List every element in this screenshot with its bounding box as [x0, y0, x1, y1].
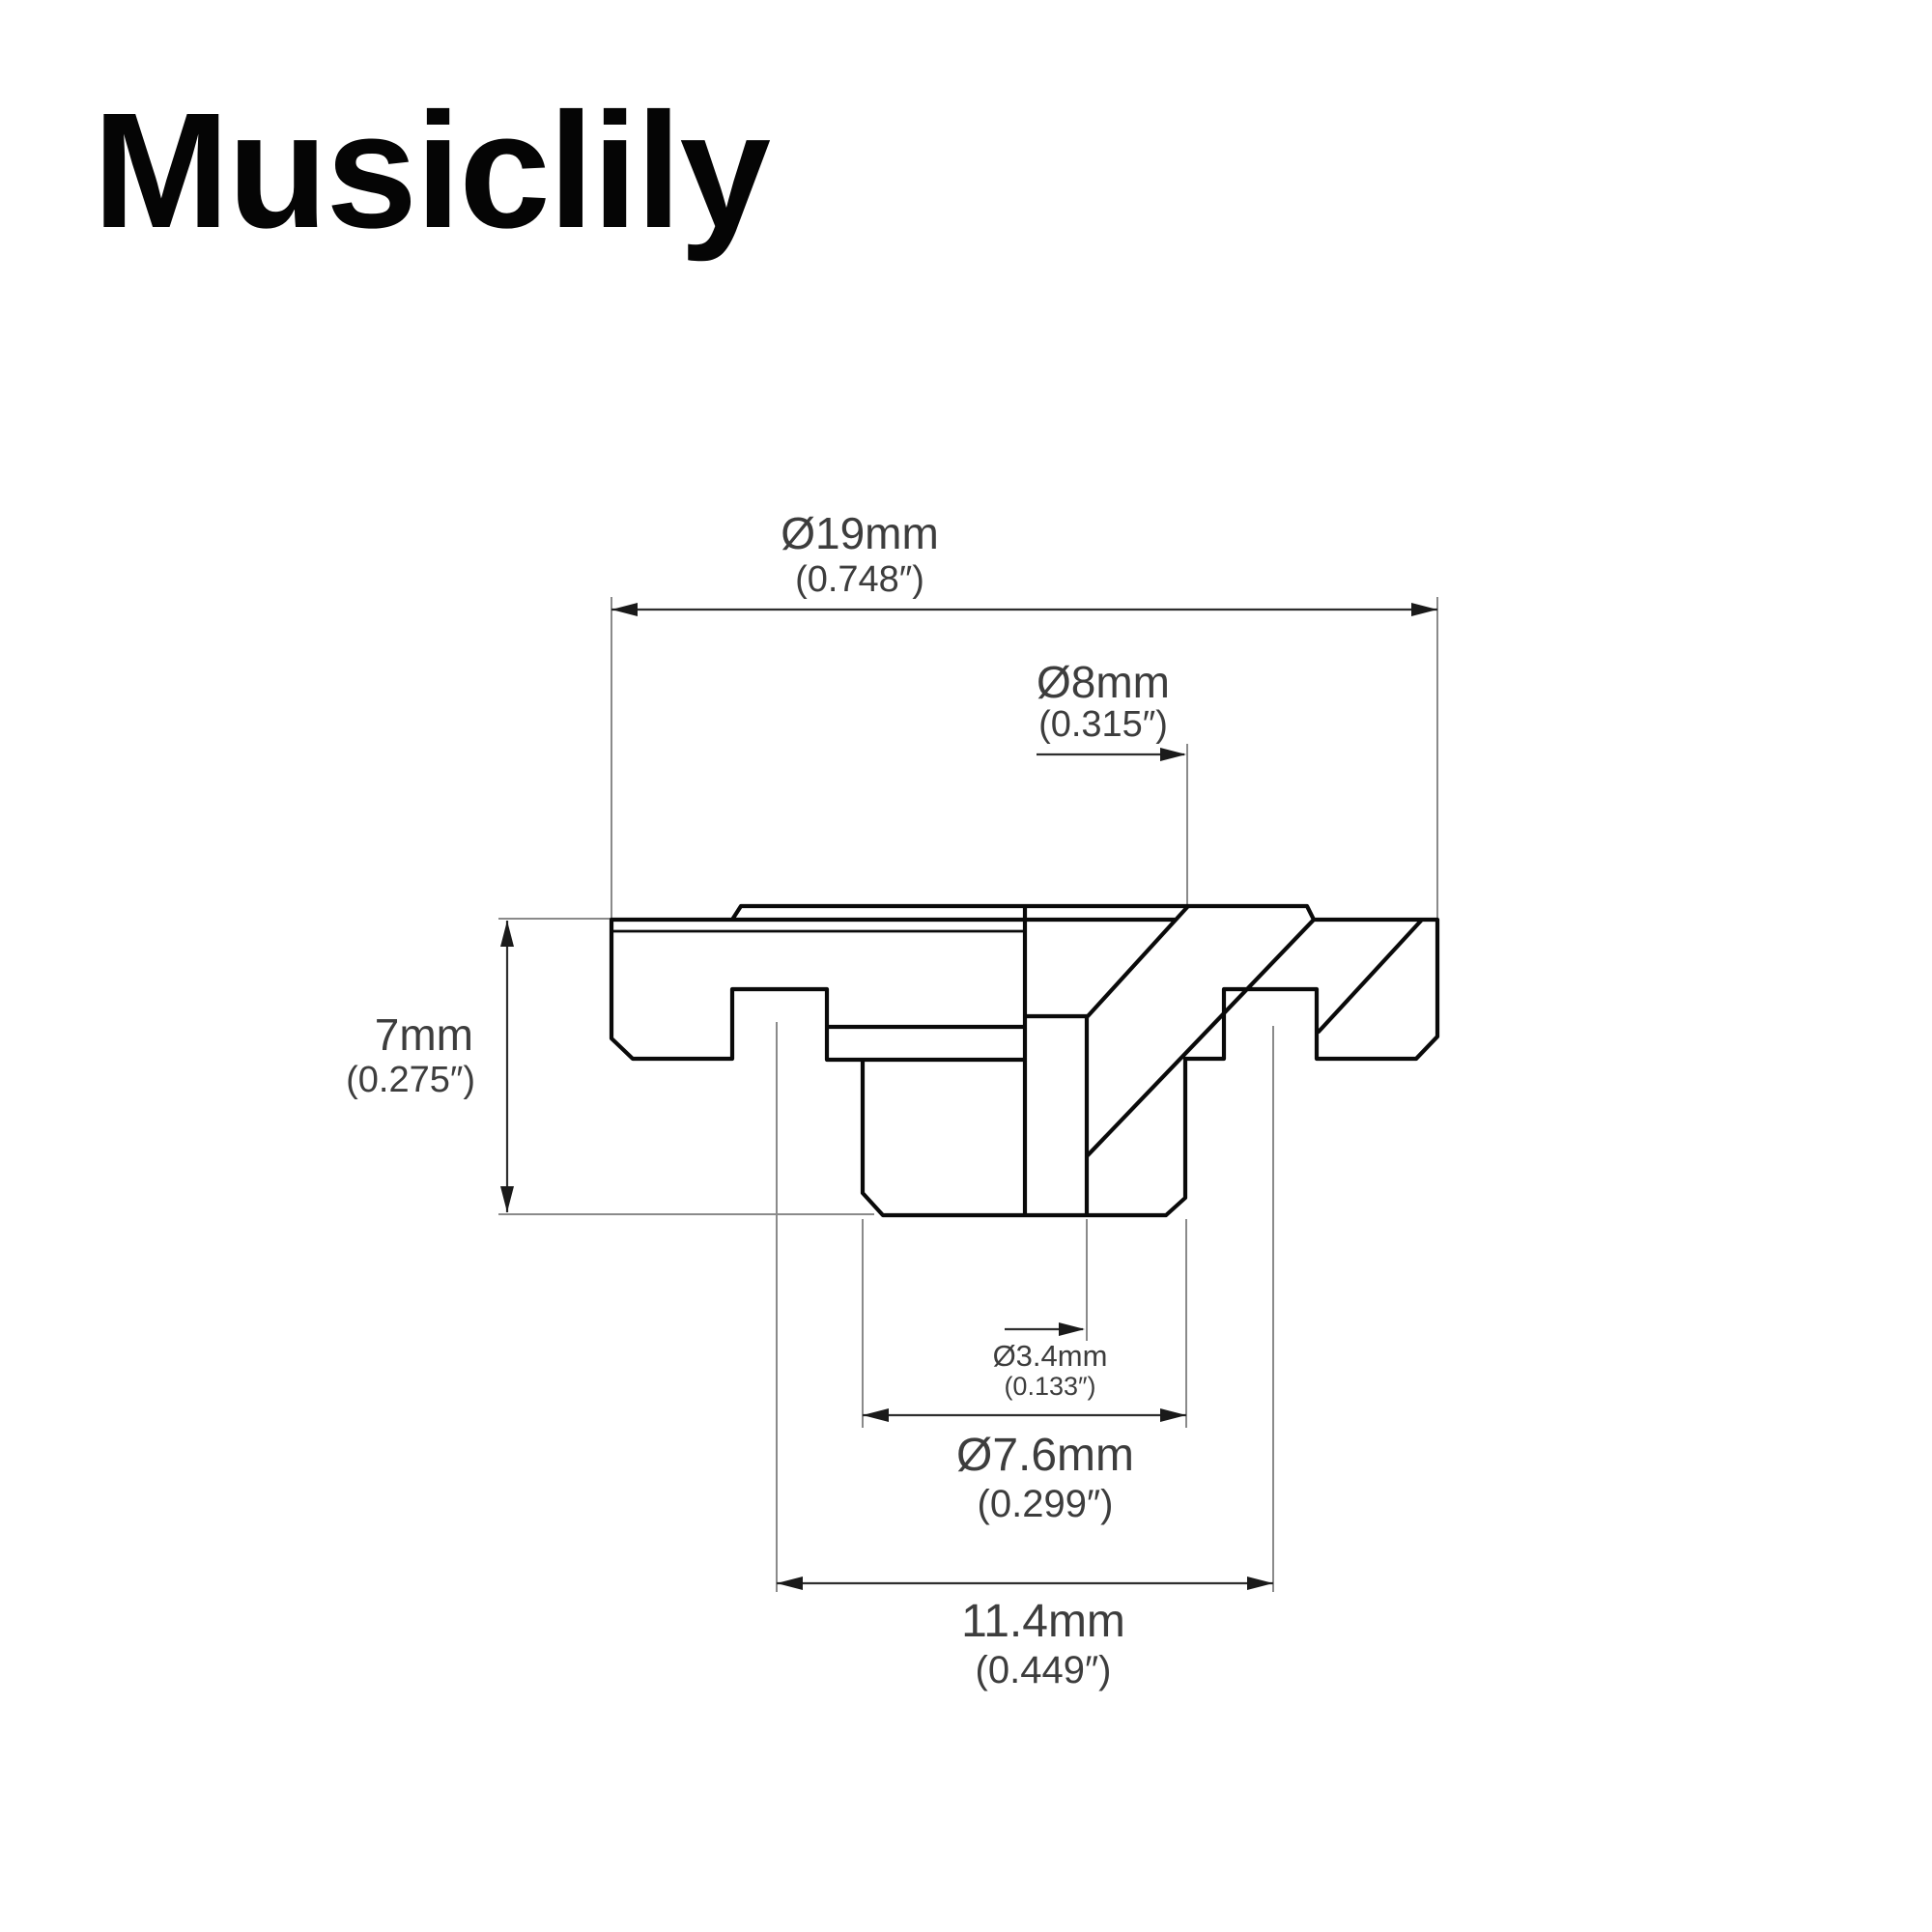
dim-w114-in-label: (0.449″) [976, 1649, 1112, 1691]
dimension-lines [505, 608, 1437, 1585]
dim-h7-mm-label: 7mm [375, 1009, 473, 1060]
brand-logo: Musiclily [93, 79, 771, 263]
dim-d34-mm-label: Ø3.4mm [993, 1339, 1108, 1373]
dim-w114-mm-label: 11.4mm [961, 1596, 1125, 1647]
part-outline [609, 903, 1440, 1218]
dim-d19-in-label: (0.748″) [795, 559, 924, 600]
dim-d34-in-label: (0.133″) [1004, 1372, 1095, 1401]
dim-h7-in-label: (0.275″) [346, 1060, 475, 1100]
dim-d8-mm-label: Ø8mm [1037, 657, 1170, 707]
dim-d8-in-label: (0.315″) [1038, 704, 1168, 745]
dim-d76-mm-label: Ø7.6mm [956, 1430, 1134, 1481]
dim-d76-in-label: (0.299″) [978, 1483, 1114, 1525]
extension-lines [498, 597, 1438, 1592]
dim-d19-mm-label: Ø19mm [781, 508, 939, 558]
